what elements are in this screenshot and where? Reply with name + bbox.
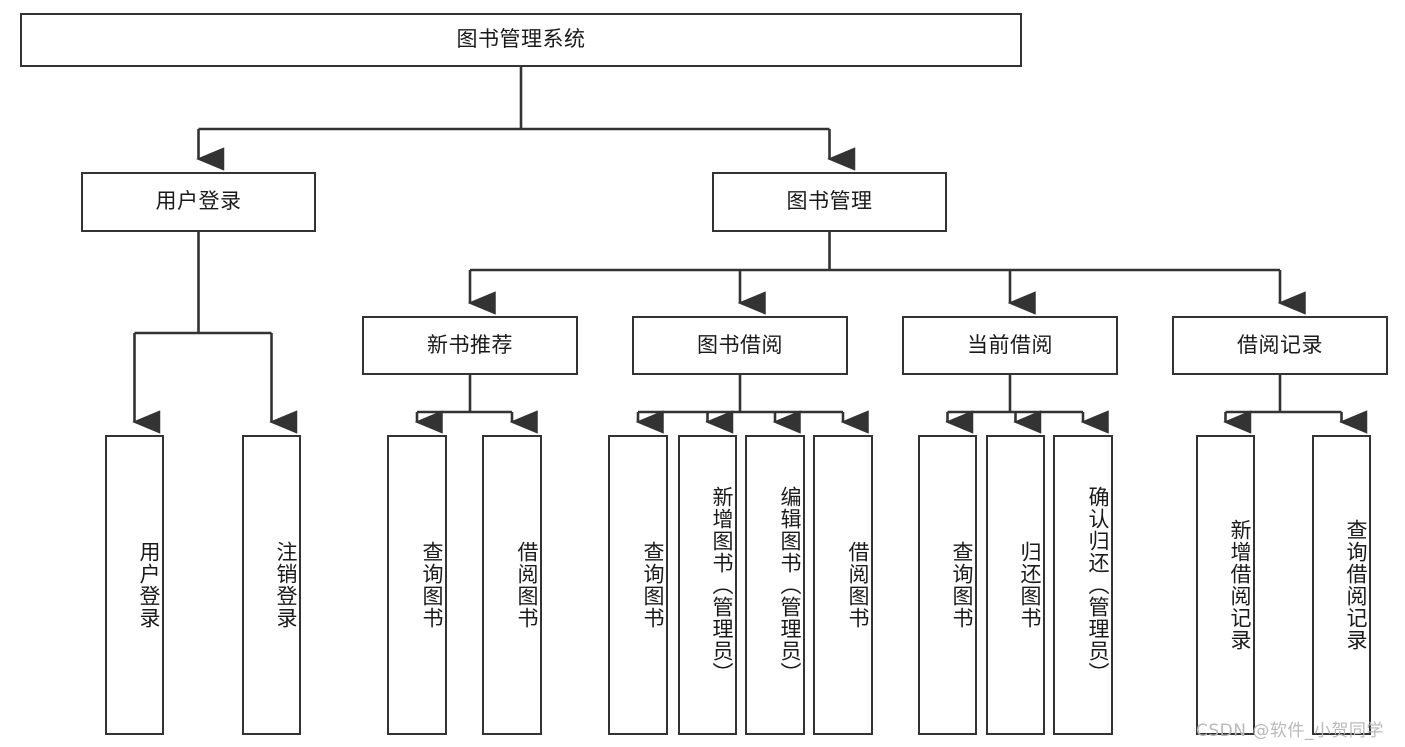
node-label: 图书管理 <box>786 189 873 214</box>
level3-node-3[interactable]: 借阅记录 <box>1172 316 1388 375</box>
node-label: 查询图书 <box>950 541 974 629</box>
node-label: 查询图书 <box>641 541 665 629</box>
leaf-node-7[interactable]: 借阅图书 <box>813 435 873 735</box>
node-label: 归还图书 <box>1018 541 1042 629</box>
leaf-node-11[interactable]: 新增借阅记录 <box>1196 435 1255 735</box>
level3-node-0[interactable]: 新书推荐 <box>362 316 578 375</box>
leaf-node-0[interactable]: 用户登录 <box>105 435 164 735</box>
leaf-node-10[interactable]: 确认归还（管理员） <box>1053 435 1113 735</box>
node-label: 新书推荐 <box>427 332 513 357</box>
leaf-node-9[interactable]: 归还图书 <box>986 435 1045 735</box>
node-label: 新增借阅记录 <box>1228 519 1252 651</box>
node-label: 查询借阅记录 <box>1344 519 1368 651</box>
leaf-node-4[interactable]: 查询图书 <box>608 435 668 735</box>
level3-node-1[interactable]: 图书借阅 <box>632 316 848 375</box>
leaf-node-1[interactable]: 注销登录 <box>242 435 301 735</box>
node-label: 借阅图书 <box>515 541 539 629</box>
node-label: 图书借阅 <box>697 332 783 357</box>
node-label: 确认归还（管理员） <box>1086 486 1110 684</box>
csdn-watermark: CSDN @软件_小贺同学 <box>1196 721 1384 741</box>
node-label: 用户登录 <box>137 541 161 629</box>
node-label: 查询图书 <box>420 541 444 629</box>
node-label: 用户登录 <box>155 189 242 214</box>
leaf-node-8[interactable]: 查询图书 <box>918 435 977 735</box>
leaf-node-3[interactable]: 借阅图书 <box>482 435 542 735</box>
leaf-node-12[interactable]: 查询借阅记录 <box>1312 435 1371 735</box>
node-label: 当前借阅 <box>967 332 1053 357</box>
level3-node-2[interactable]: 当前借阅 <box>902 316 1118 375</box>
leaf-node-6[interactable]: 编辑图书（管理员） <box>745 435 805 735</box>
node-label: 借阅记录 <box>1237 332 1323 357</box>
root-node[interactable]: 图书管理系统 <box>20 13 1022 67</box>
leaf-node-5[interactable]: 新增图书（管理员） <box>678 435 737 735</box>
node-label: 注销登录 <box>274 541 298 629</box>
level2-node-0[interactable]: 用户登录 <box>81 172 316 232</box>
node-label: 新增图书（管理员） <box>710 486 734 684</box>
level2-node-1[interactable]: 图书管理 <box>712 172 947 232</box>
leaf-node-2[interactable]: 查询图书 <box>387 435 447 735</box>
node-label: 图书管理系统 <box>456 27 586 52</box>
node-label: 借阅图书 <box>846 541 870 629</box>
node-label: 编辑图书（管理员） <box>778 486 802 684</box>
